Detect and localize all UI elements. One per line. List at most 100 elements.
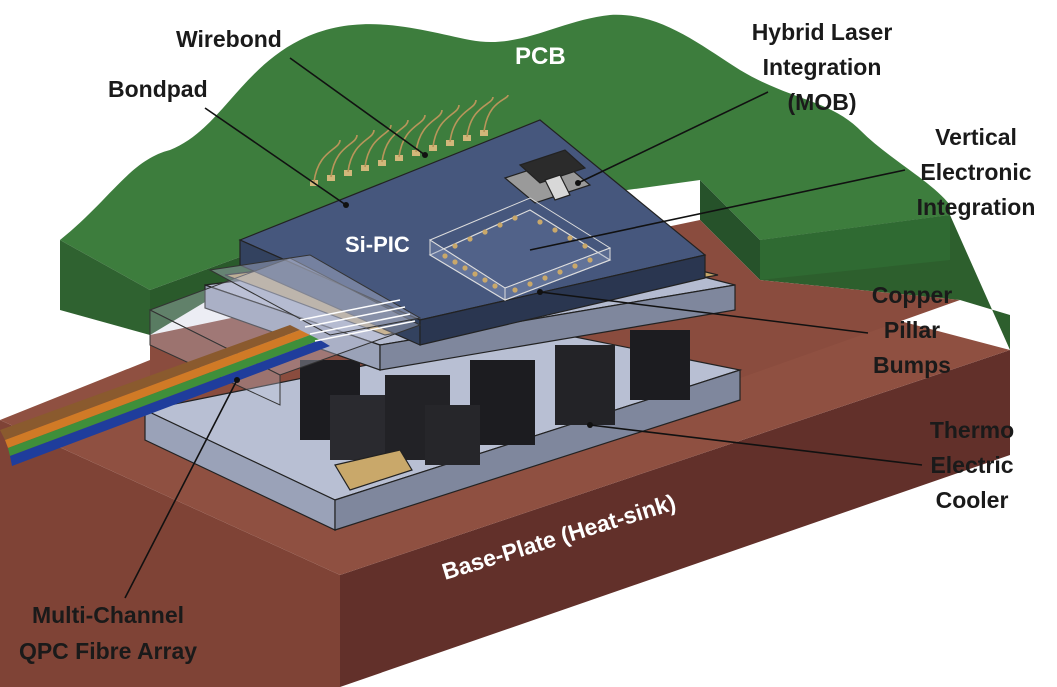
label-copper-line3: Bumps xyxy=(873,352,951,378)
wirebond-wire xyxy=(330,134,358,178)
label-vertical-line3: Integration xyxy=(917,194,1036,220)
bump xyxy=(552,227,558,233)
bump xyxy=(492,283,498,289)
wirebond-wire xyxy=(432,104,460,148)
tec-top-plate-right xyxy=(379,284,736,371)
label-wirebond: Wirebond xyxy=(176,26,282,52)
fibre-core xyxy=(314,320,416,342)
bump xyxy=(482,277,488,283)
fibre-cores xyxy=(299,299,416,342)
label-thermo-line3: Cooler xyxy=(936,487,1009,513)
label-copper-line2: Pillar xyxy=(884,317,940,343)
bump xyxy=(537,219,543,225)
mob-laser-die xyxy=(544,174,571,201)
leader-vertical xyxy=(529,169,906,251)
label-bondpad: Bondpad xyxy=(108,76,208,102)
bump xyxy=(442,253,448,259)
ic-right xyxy=(504,247,611,301)
bondpad xyxy=(378,160,386,166)
bump xyxy=(462,265,468,271)
label-vertical-line2: Electronic xyxy=(920,159,1031,185)
bump xyxy=(542,275,548,281)
bondpad xyxy=(395,155,403,161)
bump xyxy=(482,229,488,235)
pcb-front-face xyxy=(60,240,150,335)
baseplate-front-face xyxy=(0,420,340,687)
tec-contact-pad xyxy=(334,449,413,491)
fibre-green xyxy=(8,335,320,456)
copper-pillar-bumps xyxy=(442,215,593,293)
pcb-side-strip xyxy=(760,215,950,280)
leader-laser xyxy=(577,91,769,184)
tec-pillar xyxy=(555,345,615,425)
baseplate-right-face xyxy=(340,350,1010,687)
sipic-right-face xyxy=(419,254,706,346)
leader-dot xyxy=(575,180,581,186)
leader-lines xyxy=(124,57,923,599)
mob-top xyxy=(518,149,587,184)
fibre-core xyxy=(299,299,401,321)
wirebond-wire xyxy=(364,124,392,168)
leader-dot xyxy=(587,422,593,428)
bump xyxy=(587,257,593,263)
bump xyxy=(472,271,478,277)
label-laser-line1: Hybrid Laser xyxy=(752,19,893,45)
bump xyxy=(467,236,473,242)
fibre-brown xyxy=(0,325,300,440)
fibre-core xyxy=(309,313,411,335)
wirebond-wire xyxy=(483,94,509,133)
leader-wirebond xyxy=(289,57,426,156)
bondpad xyxy=(361,165,369,171)
wirebond-wire xyxy=(398,114,426,158)
wirebond-wire xyxy=(449,99,477,143)
bondpad xyxy=(429,145,437,151)
pcb-back-inner-face xyxy=(700,180,760,280)
wirebond-wire xyxy=(381,119,409,163)
electronic-ic xyxy=(428,197,612,301)
label-pcb: PCB xyxy=(515,43,566,70)
wirebond-wire xyxy=(347,129,375,173)
bondpad xyxy=(412,150,420,156)
tec-pillar xyxy=(470,360,535,445)
bump xyxy=(512,215,518,221)
label-vertical-line1: Vertical xyxy=(935,124,1017,150)
wirebond-wire xyxy=(466,96,494,138)
bump xyxy=(557,269,563,275)
bump xyxy=(497,222,503,228)
tec-pillar xyxy=(630,330,690,400)
leader-copper xyxy=(539,291,869,334)
bondpad xyxy=(344,170,352,176)
label-laser-line2: Integration xyxy=(763,54,882,80)
label-laser-line3: (MOB) xyxy=(788,89,857,115)
tec-pillar xyxy=(425,405,480,465)
bondpad xyxy=(446,140,454,146)
label-copper-line1: Copper xyxy=(872,282,953,308)
tec-pillars xyxy=(300,330,690,465)
tec-pillar xyxy=(330,395,385,460)
fibre-array xyxy=(0,254,422,466)
leader-dot xyxy=(422,152,428,158)
wirebonds xyxy=(313,94,509,183)
label-fibre-line1: Multi-Channel xyxy=(32,602,184,628)
leader-dot xyxy=(234,377,240,383)
wirebond-wire xyxy=(313,139,341,183)
bondpad xyxy=(480,130,488,136)
fibre-blue xyxy=(10,340,330,466)
bump xyxy=(527,281,533,287)
bump xyxy=(512,287,518,293)
bump xyxy=(452,243,458,249)
label-thermo-line1: Thermo xyxy=(930,417,1014,443)
fibre-core xyxy=(304,306,406,328)
bump xyxy=(582,243,588,249)
leader-bondpad xyxy=(204,107,347,206)
bump xyxy=(567,235,573,241)
laser-mob xyxy=(503,149,592,204)
leader-fibre xyxy=(124,379,238,599)
label-fibre-line2: QPC Fibre Array xyxy=(19,638,197,664)
fibre-orange xyxy=(5,330,310,448)
wirebond-wire xyxy=(415,109,443,153)
leader-thermo xyxy=(589,424,923,466)
label-thermo-line2: Electric xyxy=(930,452,1013,478)
